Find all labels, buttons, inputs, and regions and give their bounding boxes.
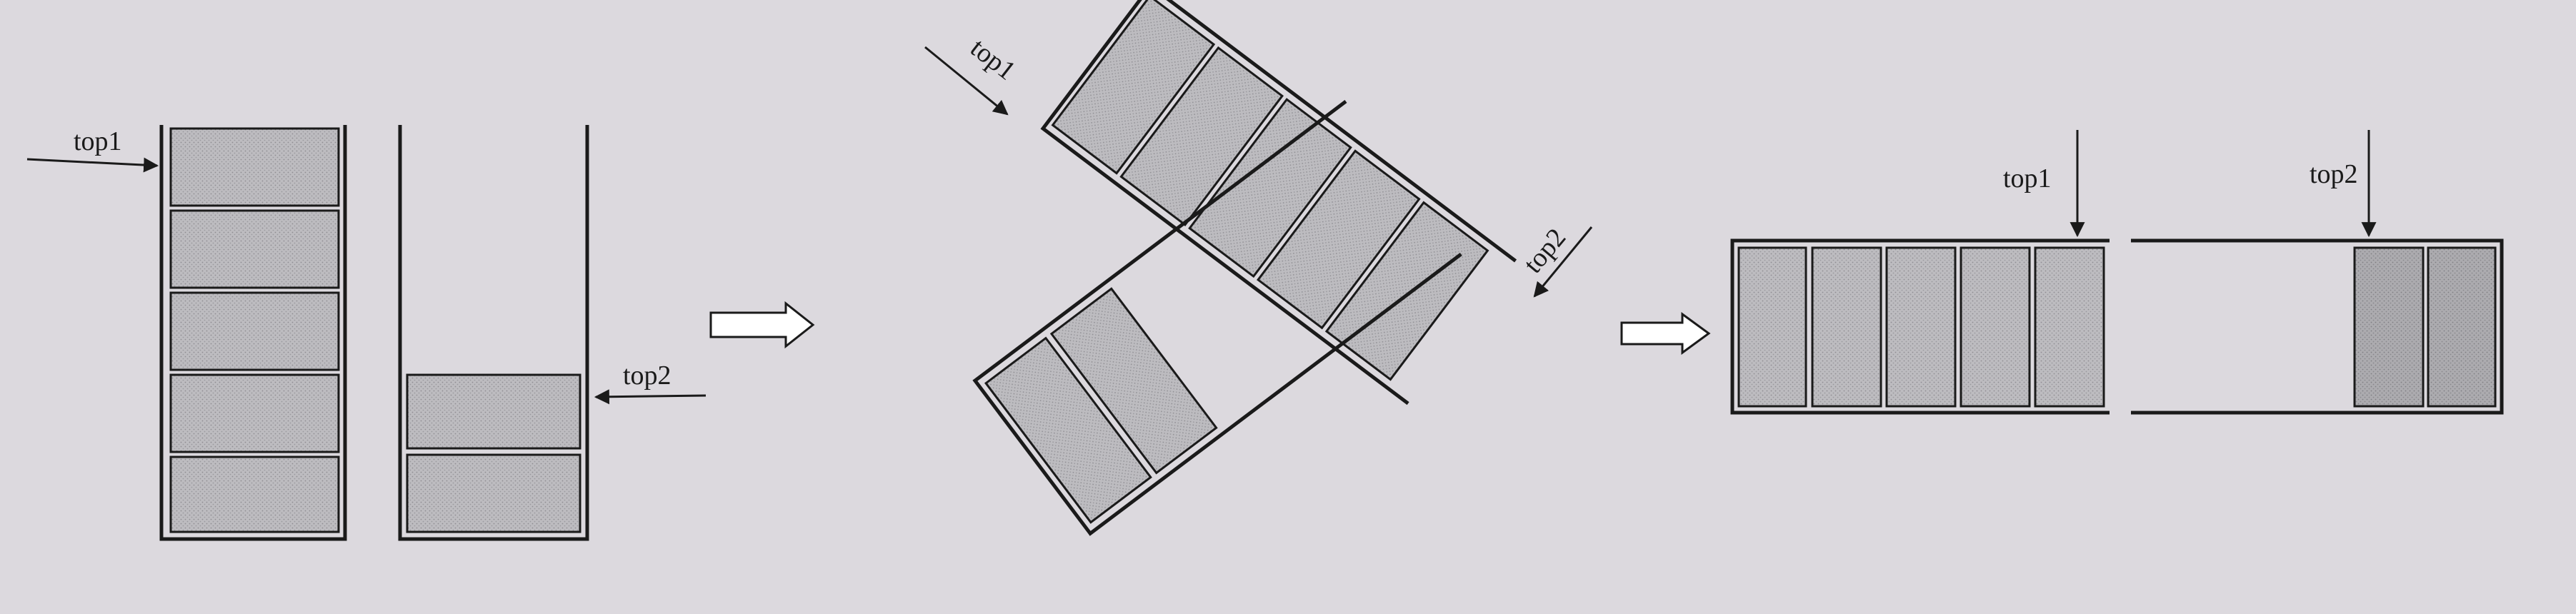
transition-arrow-1 xyxy=(709,301,815,349)
tilted-stack1-cell xyxy=(1257,149,1421,330)
shared-array-stack2-cells xyxy=(2353,246,2497,408)
stack1-array-cell xyxy=(1885,246,1957,408)
shared-array-right-border xyxy=(2131,238,2504,415)
stack1-array-cell xyxy=(2034,246,2105,408)
tilted-stack2-cell xyxy=(984,336,1152,524)
top2-pointer-arrow xyxy=(594,389,707,405)
panel-tilted-stacks: top1 top2 xyxy=(924,0,1593,536)
stack1-cell xyxy=(169,456,340,533)
stack2-container xyxy=(398,125,589,541)
stack1-cell xyxy=(169,373,340,453)
tilted-top2-label: top2 xyxy=(1518,223,1572,279)
stack1-cells xyxy=(169,127,340,533)
tilted-stack1-cell xyxy=(1324,201,1489,381)
tilted-stack1-cell xyxy=(1051,0,1216,175)
tilted-top2-pointer-arrow xyxy=(1533,226,1593,298)
shared-array-left-border xyxy=(1730,238,2110,415)
stack2-array-cell xyxy=(2427,246,2497,408)
tilted-stack2-cell xyxy=(1049,287,1218,475)
stack1-array-cell xyxy=(1811,246,1882,408)
tilted-stack2-container xyxy=(972,99,1462,536)
stack2-array-cell xyxy=(2353,246,2425,408)
top1-label: top1 xyxy=(74,126,122,156)
tilted-stack1-container xyxy=(1040,0,1517,406)
stack2-cells xyxy=(406,373,581,533)
stack1-container xyxy=(159,125,347,541)
array-top1-label: top1 xyxy=(2003,163,2052,193)
panel-vertical-stacks: top1 top2 xyxy=(26,125,707,541)
transition-arrow-2 xyxy=(1620,312,1711,355)
stack2-cell xyxy=(406,453,581,533)
top1-pointer-arrow xyxy=(26,157,159,173)
shared-array-stack1-cells xyxy=(1737,246,2105,408)
stack1-cell xyxy=(169,209,340,289)
panel-shared-array: top1 top2 xyxy=(1730,130,2504,415)
tilted-stack1-cell xyxy=(1119,46,1284,226)
tilted-top1-pointer-arrow xyxy=(924,46,1009,116)
stack2-cell xyxy=(406,373,581,450)
top2-label: top2 xyxy=(623,361,672,391)
stack1-cell xyxy=(169,127,340,207)
stack1-cell xyxy=(169,291,340,371)
stack1-array-cell xyxy=(1737,246,1807,408)
tilted-top1-label: top1 xyxy=(964,33,1021,86)
array-top2-label: top2 xyxy=(2310,159,2358,189)
stack1-array-cell xyxy=(1960,246,2031,408)
